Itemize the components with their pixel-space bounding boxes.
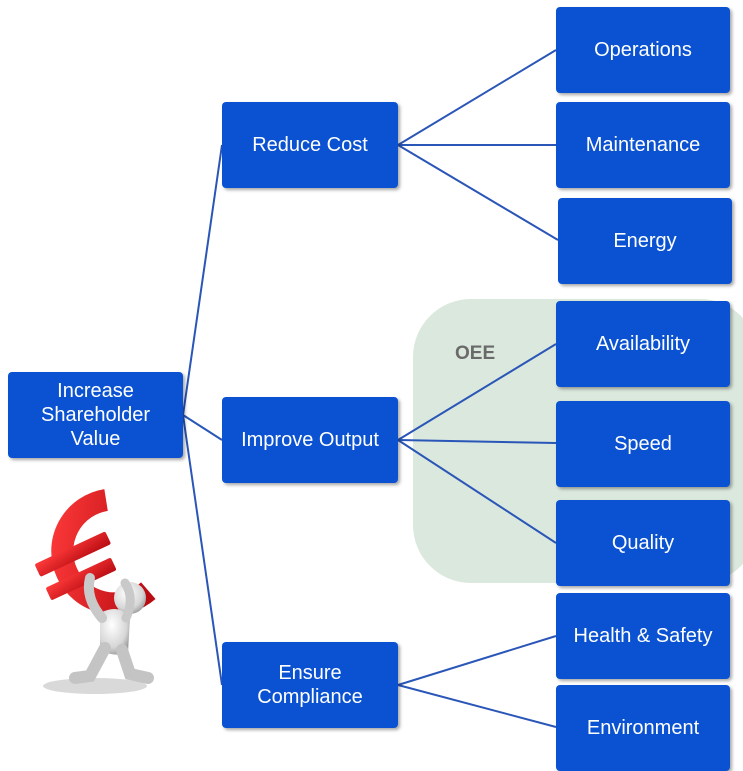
node-health-safety: Health & Safety [556,593,730,679]
node-operations: Operations [556,7,730,93]
node-ensure-compliance: Ensure Compliance [222,642,398,728]
node-improve-output: Improve Output [222,397,398,483]
node-increase-shareholder-value: Increase Shareholder Value [8,372,183,458]
connector-compliance-environment [397,684,557,728]
person-figure [69,573,154,684]
node-availability: Availability [556,301,730,387]
oee-group-label: OEE [455,343,496,364]
connector-root-reduce-cost [182,144,223,416]
connector-improve-output-availability [397,343,557,441]
connector-root-ensure-compliance [182,414,223,686]
connector-improve-output-speed [397,439,557,444]
node-speed: Speed [556,401,730,487]
connector-reduce-cost-operations [397,49,557,146]
connector-reduce-cost-energy [397,144,559,241]
connector-compliance-health-safety [397,635,557,686]
node-reduce-cost: Reduce Cost [222,102,398,188]
connector-root-improve-output [182,414,223,441]
node-energy: Energy [558,198,732,284]
node-quality: Quality [556,500,730,586]
node-maintenance: Maintenance [556,102,730,188]
figure-carrying-euro-icon [35,489,156,694]
connector-improve-output-quality [397,439,557,544]
node-environment: Environment [556,685,730,771]
